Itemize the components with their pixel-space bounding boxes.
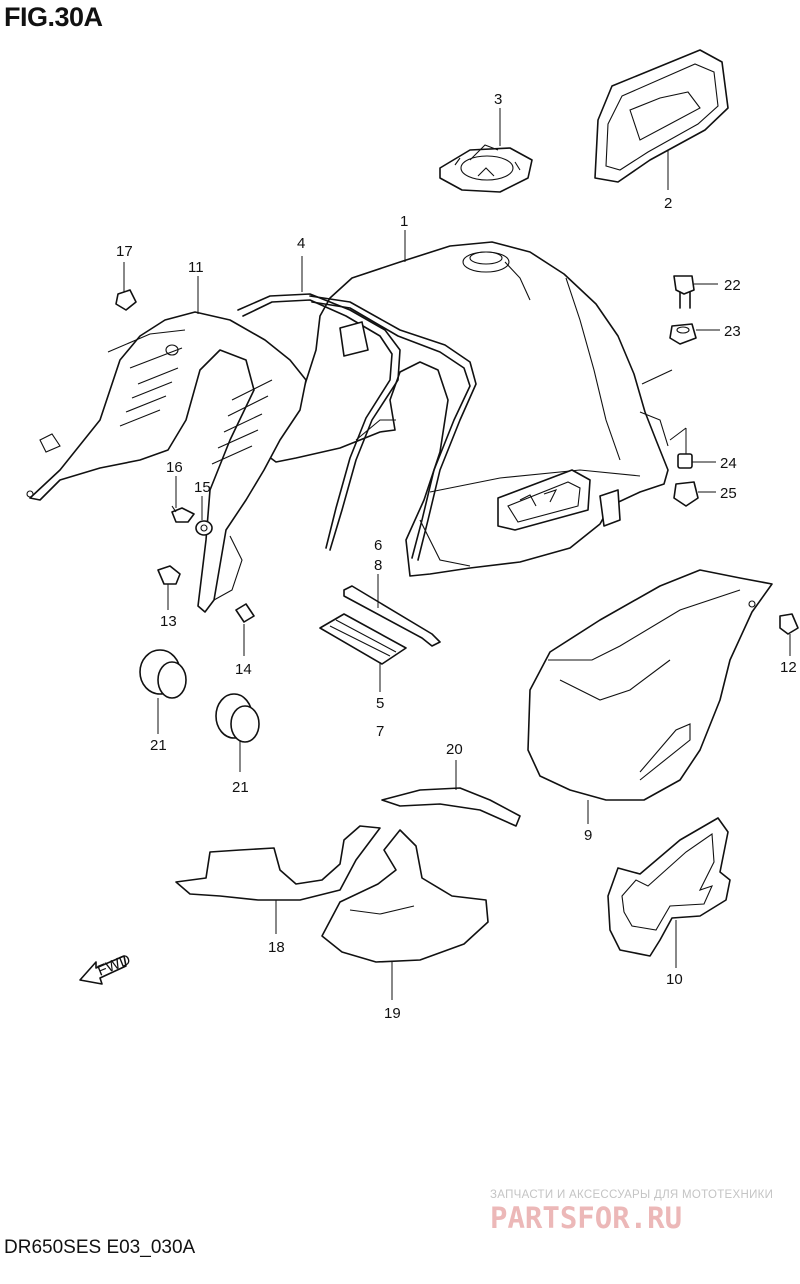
callout-17: 17 [116, 243, 133, 260]
part-3-fuel-cap[interactable] [439, 144, 533, 193]
part-19-pad[interactable] [321, 829, 489, 963]
callout-6: 6 [374, 537, 382, 554]
callout-24: 24 [720, 455, 737, 472]
callout-8: 8 [374, 557, 382, 574]
callout-10: 10 [666, 971, 683, 988]
part-25-cushion[interactable] [673, 481, 699, 507]
part-23-grommet[interactable] [669, 323, 697, 345]
diagram-code: DR650SES E03_030A [4, 1237, 196, 1258]
part-12-screw[interactable] [779, 613, 799, 635]
part-16-screw[interactable] [171, 505, 195, 523]
part-17-grommet[interactable] [115, 289, 137, 311]
figure-title: FIG.30A [4, 2, 103, 32]
callout-22: 22 [724, 277, 741, 294]
callout-1: 1 [400, 213, 408, 230]
part-24-collar[interactable] [677, 453, 693, 469]
part-13-bolt[interactable] [157, 565, 181, 585]
callout-20: 20 [446, 741, 463, 758]
callout-18: 18 [268, 939, 285, 956]
callout-16: 16 [166, 459, 183, 476]
callout-4: 4 [297, 235, 305, 252]
part-18-pad[interactable] [175, 825, 381, 901]
callout-labels: 3 2 1 4 11 17 22 23 24 25 16 15 6 8 13 1… [116, 91, 797, 1022]
callout-3: 3 [494, 91, 502, 108]
fwd-arrow-icon: FWD [79, 951, 133, 985]
part-9-side-cover[interactable] [527, 569, 773, 801]
part-21-bumper-second[interactable] [215, 693, 260, 743]
callout-25: 25 [720, 485, 737, 502]
part-11-shroud[interactable] [26, 311, 307, 613]
callout-2: 2 [664, 195, 672, 212]
part-20-strip[interactable] [381, 787, 521, 827]
part-2-emblem[interactable] [594, 49, 729, 183]
callout-21-second: 21 [232, 779, 249, 796]
part-1-fuel-tank[interactable] [259, 241, 673, 577]
part-4-cushion[interactable] [237, 293, 477, 561]
watermark-brand: PARTSFOR.RU [490, 1201, 683, 1235]
callout-13: 13 [160, 613, 177, 630]
part-10-emblem[interactable] [607, 817, 731, 957]
callout-19: 19 [384, 1005, 401, 1022]
part-15-washer[interactable] [195, 520, 213, 536]
part-22-bolt[interactable] [673, 275, 695, 309]
part-21-bumper[interactable] [139, 649, 187, 699]
part-14-nut[interactable] [235, 603, 255, 623]
callout-14: 14 [235, 661, 252, 678]
callout-11: 11 [188, 259, 204, 276]
callout-5: 5 [376, 695, 384, 712]
callout-7: 7 [376, 723, 384, 740]
part-5-6-7-8-band[interactable] [319, 585, 441, 665]
watermark-tagline: ЗАПЧАСТИ И АКСЕССУАРЫ ДЛЯ МОТОТЕХНИКИ [490, 1189, 774, 1201]
callout-23: 23 [724, 323, 741, 340]
callout-9: 9 [584, 827, 592, 844]
fwd-label: FWD [95, 951, 133, 980]
callout-12: 12 [780, 659, 797, 676]
callout-21: 21 [150, 737, 167, 754]
callout-15: 15 [194, 479, 211, 496]
leader-lines [123, 108, 791, 1000]
